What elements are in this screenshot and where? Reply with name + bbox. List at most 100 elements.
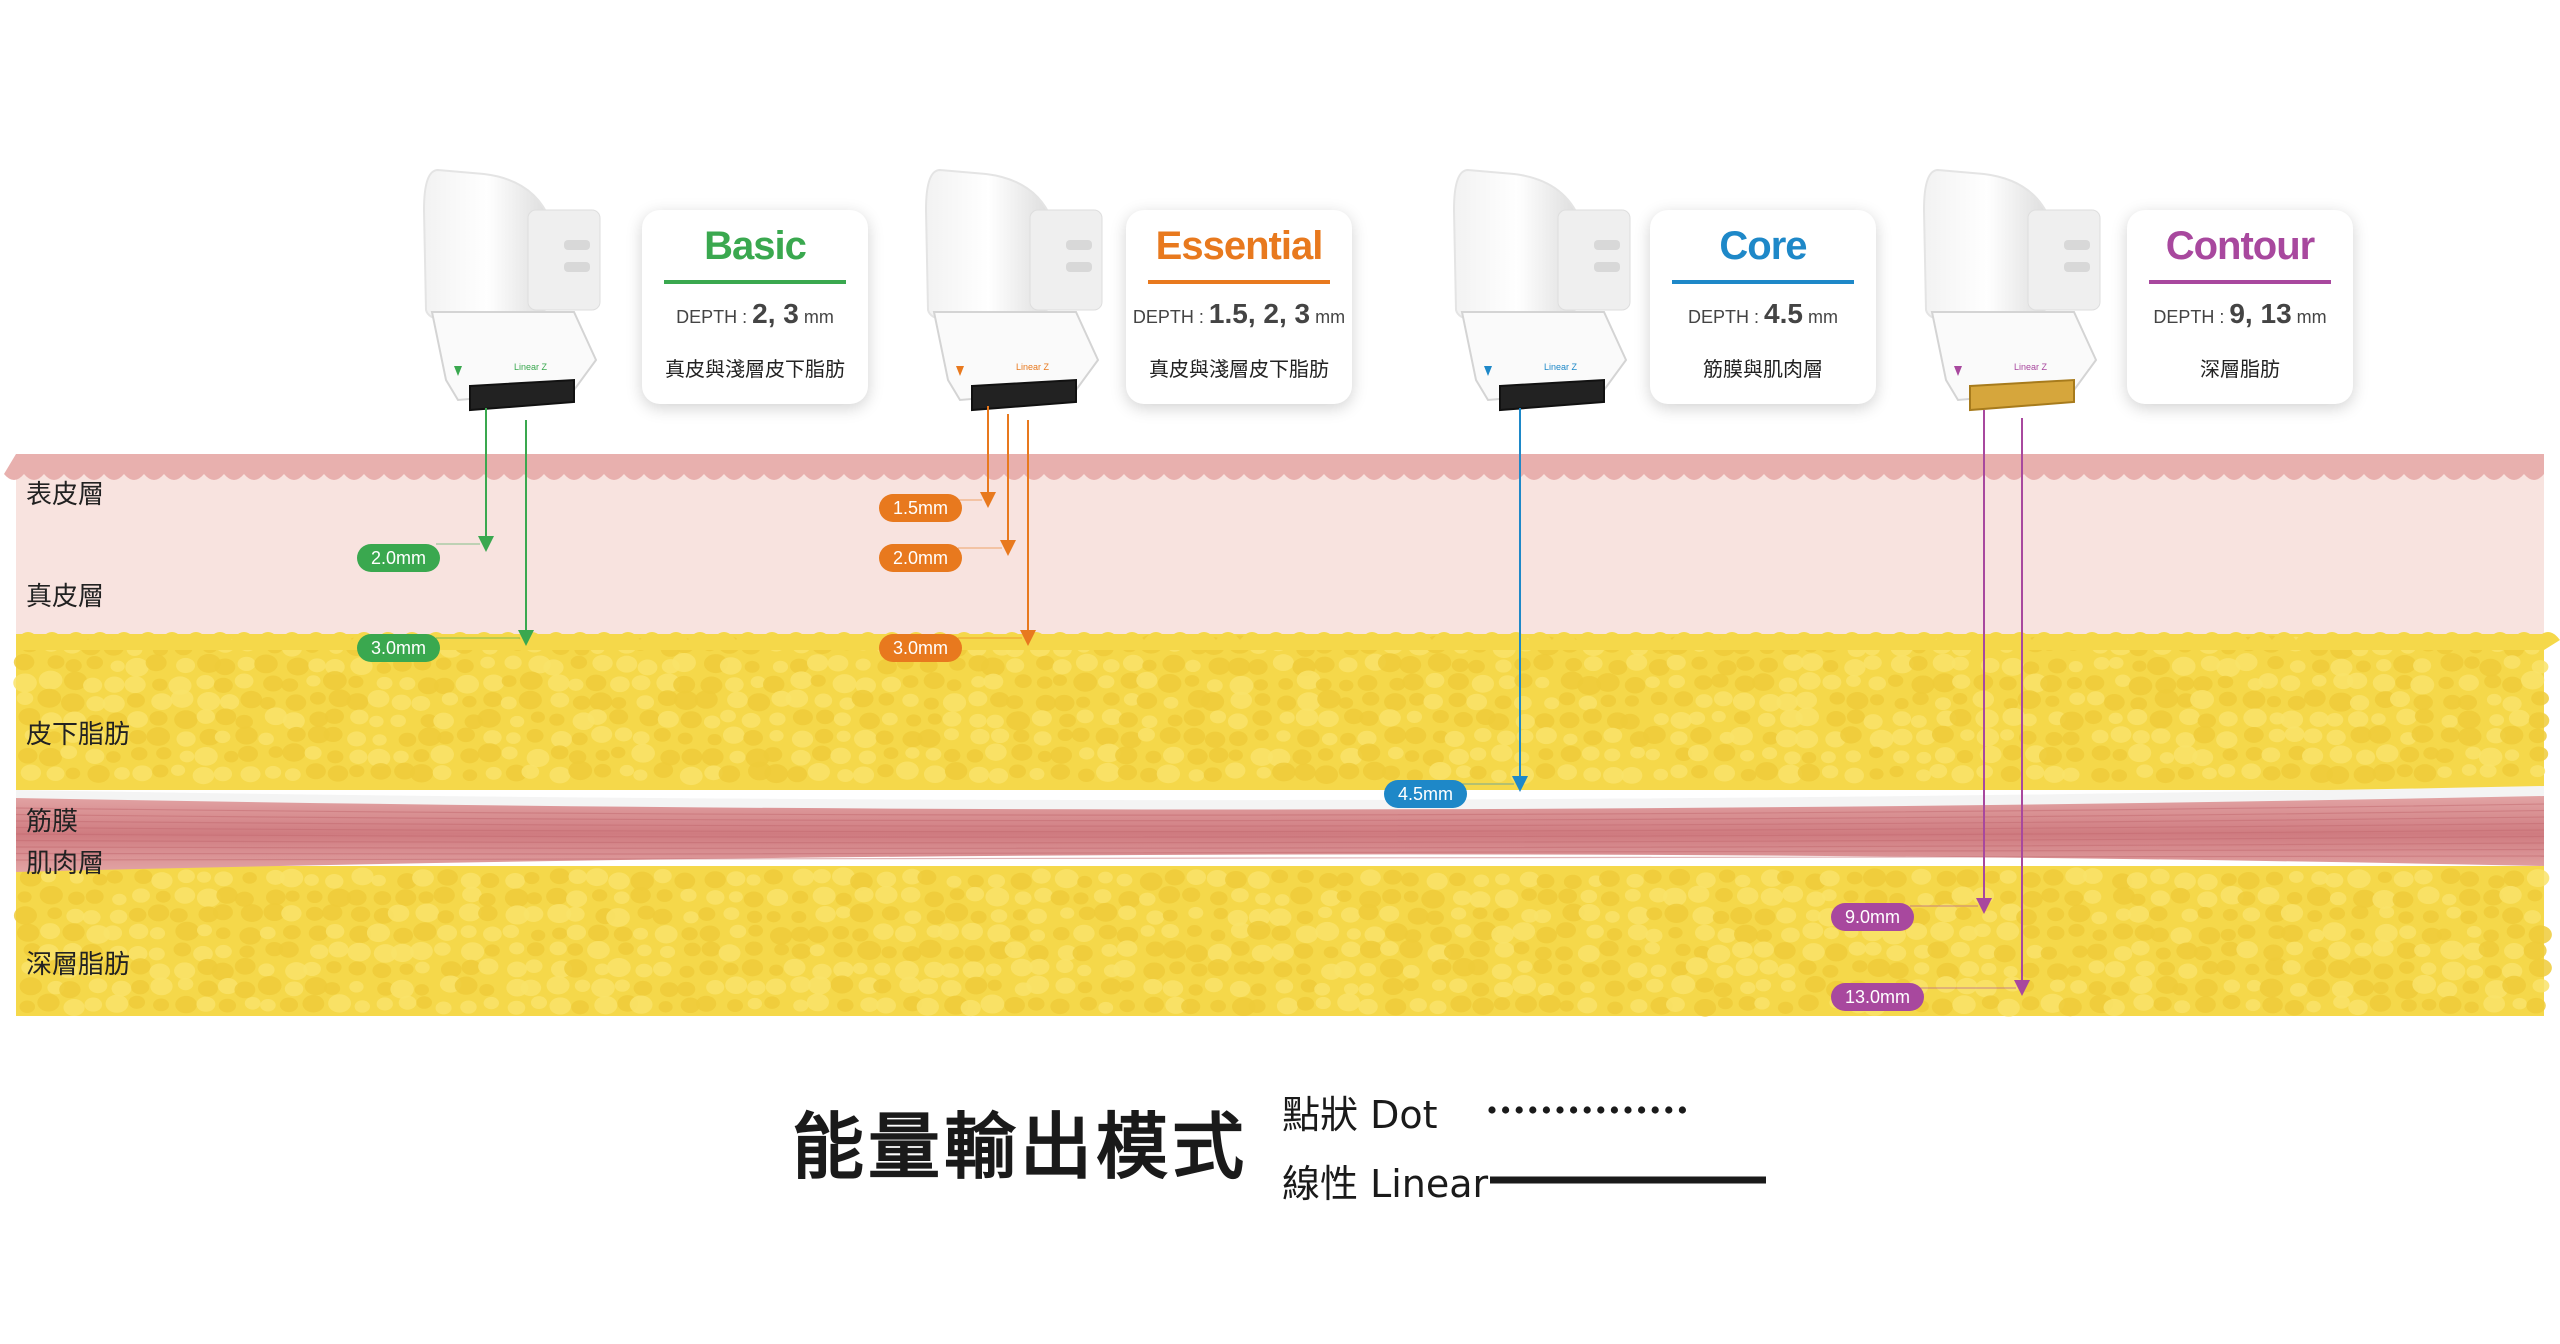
transducer-grip	[2027, 209, 2101, 311]
legend-dot	[1502, 1106, 1510, 1114]
arrowhead-contour	[2014, 980, 2030, 996]
depth-unit: mm	[1315, 307, 1346, 327]
card-title: Basic	[704, 224, 807, 268]
depth-badge-essential-2mm: 2.0mm	[879, 544, 963, 572]
legend-dot	[1515, 1106, 1523, 1114]
transducer-window	[1499, 378, 1605, 412]
depth-badge-basic-2mm: 2.0mm	[357, 544, 441, 572]
label-deep-fat: 深層脂肪	[26, 950, 131, 980]
arrowhead-core	[1512, 776, 1528, 792]
transducer-grip	[527, 209, 601, 311]
legend-dot	[1529, 1106, 1537, 1114]
grip-button	[2064, 240, 2090, 250]
arrowhead-essential	[1000, 540, 1016, 556]
legend-lines	[1488, 1106, 1766, 1184]
depth-values: 9, 13	[2229, 298, 2292, 329]
card-depth: DEPTH : 9, 13 mm	[2127, 298, 2353, 330]
card-underline	[1148, 280, 1330, 284]
grip-button	[2064, 262, 2090, 272]
grip-button	[1594, 240, 1620, 250]
grip-button	[1066, 262, 1092, 272]
depth-prefix: DEPTH :	[2153, 307, 2225, 327]
card-description: 真皮與淺層皮下脂肪	[1149, 357, 1329, 381]
transducer-window	[1969, 378, 2075, 412]
transducer-heads: Linear Z Linear Z Linear Z Linear Z	[422, 168, 2101, 412]
legend-dot	[1488, 1106, 1496, 1114]
legend-dot	[1542, 1106, 1550, 1114]
legend-dot	[1624, 1106, 1632, 1114]
transducer-color-marker	[1484, 366, 1492, 376]
depth-unit: mm	[803, 307, 834, 327]
card-description: 深層脂肪	[2200, 357, 2280, 381]
legend-dot	[1651, 1106, 1659, 1114]
depth-badge-contour-9mm: 9.0mm	[1831, 903, 1915, 931]
depth-prefix: DEPTH :	[1132, 307, 1204, 327]
tissue-layers	[4, 454, 2560, 1017]
depth-unit: mm	[1807, 307, 1838, 327]
depth-badge-basic-3mm: 3.0mm	[357, 634, 441, 662]
grip-button	[564, 240, 590, 250]
depth-values: 4.5	[1764, 298, 1803, 329]
arrowhead-basic	[518, 630, 534, 646]
transducer-model-label: Linear Z	[514, 362, 548, 372]
legend-dot	[1570, 1106, 1578, 1114]
card-core: Core DEPTH : 4.5 mm 筋膜與肌肉層	[1650, 210, 1876, 404]
card-basic: Basic DEPTH : 2, 3 mm 真皮與淺層皮下脂肪	[642, 210, 868, 404]
card-depth: DEPTH : 2, 3 mm	[642, 298, 868, 330]
card-depth: DEPTH : 1.5, 2, 3 mm	[1126, 298, 1352, 330]
transducer-core: Linear Z	[1452, 168, 1631, 412]
legend-linear-label: 線性 Linear	[1282, 1162, 1489, 1206]
depth-values: 2, 3	[752, 298, 799, 329]
transducer-model-label: Linear Z	[2014, 362, 2048, 372]
card-underline	[664, 280, 846, 284]
legend-dot	[1678, 1106, 1686, 1114]
depth-values: 1.5, 2, 3	[1208, 298, 1311, 329]
card-underline	[1672, 280, 1854, 284]
depth-badge-core-4-5mm: 4.5mm	[1384, 780, 1468, 808]
transducer-model-label: Linear Z	[1016, 362, 1050, 372]
card-contour: Contour DEPTH : 9, 13 mm 深層脂肪	[2127, 210, 2353, 404]
grip-button	[1066, 240, 1092, 250]
card-title: Contour	[2165, 224, 2316, 268]
depth-badge-essential-1-5mm: 1.5mm	[879, 494, 963, 522]
arrowhead-contour	[1976, 898, 1992, 914]
depth-badge-essential-3mm: 3.0mm	[879, 634, 963, 662]
transducer-grip	[1557, 209, 1631, 311]
legend-dot	[1597, 1106, 1605, 1114]
label-dermis: 真皮層	[26, 582, 105, 612]
legend-dot	[1583, 1106, 1591, 1114]
depth-arrows	[436, 406, 2030, 996]
card-title: Core	[1719, 224, 1807, 268]
transducer-window	[469, 378, 575, 412]
card-title: Essential	[1155, 224, 1324, 268]
legend-dot	[1665, 1106, 1673, 1114]
card-underline	[2149, 280, 2331, 284]
muscle-layer	[16, 796, 2544, 872]
label-muscle: 肌肉層	[26, 849, 105, 879]
fascia-layer	[16, 786, 2544, 811]
epidermis-layer	[4, 454, 2544, 480]
card-essential: Essential DEPTH : 1.5, 2, 3 mm 真皮與淺層皮下脂肪	[1126, 210, 1352, 404]
transducer-contour: Linear Z	[1922, 168, 2101, 412]
legend-dot-label: 點狀 Dot	[1282, 1093, 1438, 1137]
grip-button	[1594, 262, 1620, 272]
transducer-grip	[1029, 209, 1103, 311]
card-description: 真皮與淺層皮下脂肪	[665, 357, 845, 381]
legend-dot	[1638, 1106, 1646, 1114]
legend-dot	[1556, 1106, 1564, 1114]
legend-dot	[1610, 1106, 1618, 1114]
legend-title: 能量輸出模式	[792, 1105, 1249, 1189]
label-subcutaneous-fat: 皮下脂肪	[26, 720, 131, 750]
label-epidermis: 表皮層	[26, 480, 105, 510]
transducer-window	[971, 378, 1077, 412]
depth-prefix: DEPTH :	[676, 307, 748, 327]
card-depth: DEPTH : 4.5 mm	[1650, 298, 1876, 330]
transducer-model-label: Linear Z	[1544, 362, 1578, 372]
fat-edge	[16, 632, 2560, 650]
transducer-essential: Linear Z	[924, 168, 1103, 412]
transducer-basic: Linear Z	[422, 168, 601, 412]
transducer-color-marker	[956, 366, 964, 376]
transducer-color-marker	[1954, 366, 1962, 376]
arrowhead-essential	[1020, 630, 1036, 646]
